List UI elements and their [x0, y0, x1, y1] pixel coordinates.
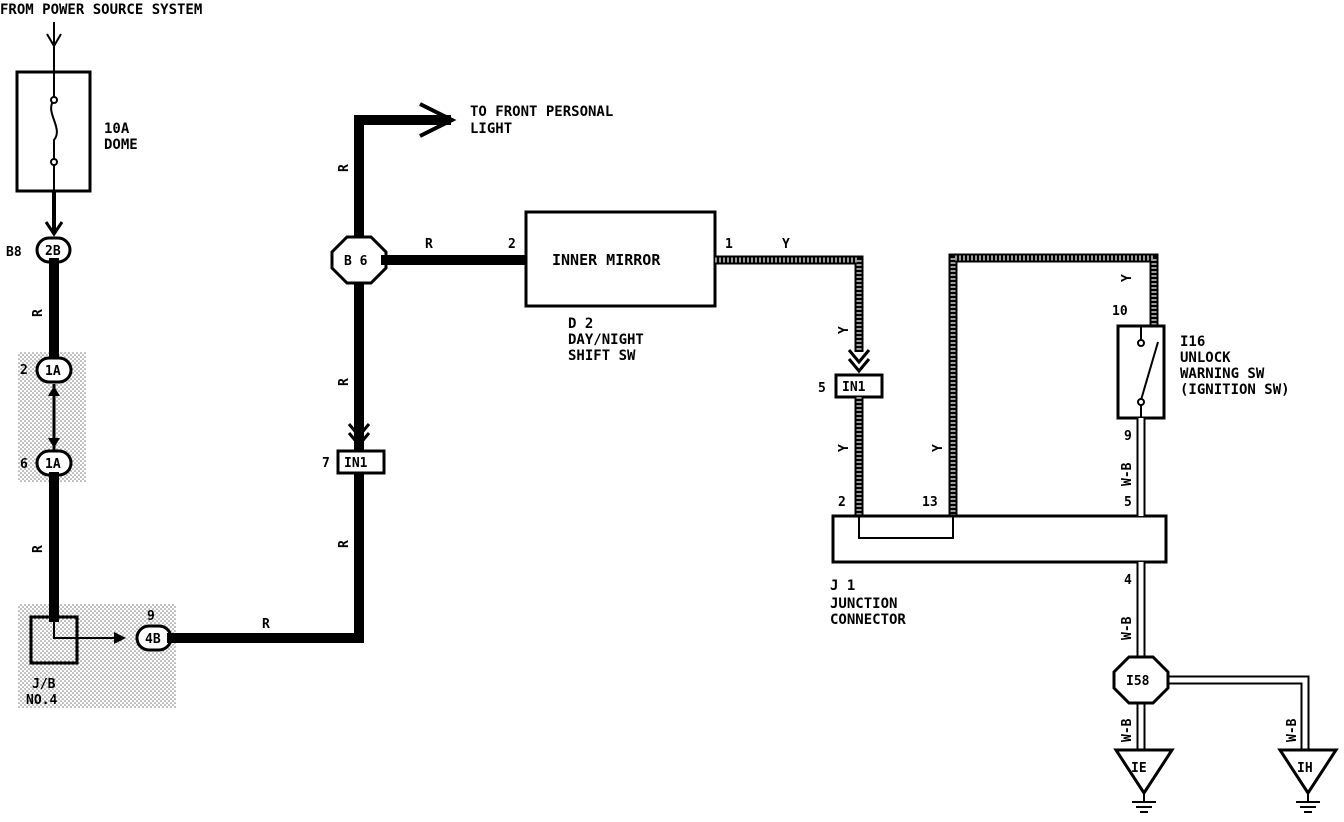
junction-pin-4: 4 — [1124, 573, 1132, 588]
switch-contact-bottom — [1137, 398, 1145, 406]
mirror-desc-1: DAY/NIGHT — [568, 332, 644, 348]
ground-ie-label: IE — [1131, 761, 1147, 776]
jb-internal-wire — [53, 617, 118, 639]
mirror-pin-right: 1 — [725, 237, 733, 252]
in1-right-chevron-icon — [847, 349, 871, 374]
in1-right-pin: 5 — [818, 381, 826, 396]
ground-ih-label: IH — [1297, 761, 1313, 776]
wire-ie-color: W-B — [1120, 718, 1135, 742]
switch-pin-bot: 9 — [1124, 429, 1132, 444]
mirror-code: D 2 — [568, 316, 593, 332]
wire-ih-color: W-B — [1285, 718, 1300, 742]
front-light-arrow-icon — [419, 102, 457, 138]
wire-in1-junction-color: Y — [837, 444, 852, 452]
power-source-label: FROM POWER SOURCE SYSTEM — [0, 2, 202, 18]
switch-desc-2: WARNING SW — [1180, 366, 1265, 382]
jb-conn-4b-label: 4B — [145, 632, 161, 647]
link-1a-up-arrow-icon — [48, 386, 60, 396]
conn-1a-top-label: 1A — [45, 364, 61, 379]
in1-right-label: IN1 — [842, 380, 866, 395]
wire-junction-13-color: Y — [931, 444, 946, 452]
in1-left-pin: 7 — [322, 456, 330, 471]
fuse-name-label: DOME — [104, 137, 138, 153]
power-arrow-icon — [46, 33, 62, 48]
jb-conn-pin: 9 — [147, 609, 155, 624]
fuse-terminal-bottom — [50, 158, 58, 166]
junction-pin-5: 5 — [1124, 495, 1132, 510]
wire-in1-top-color: Y — [837, 326, 852, 334]
wire-mirror-in1-outline — [715, 255, 864, 352]
to-front-label-1: TO FRONT PERSONAL — [470, 104, 613, 120]
junction-desc-1: JUNCTION — [830, 596, 897, 612]
wire-switch-top-color: Y — [1120, 274, 1135, 282]
link-1a-down-arrow-icon — [48, 438, 60, 448]
b8-code-label: B8 — [6, 245, 22, 260]
ground-ie-triangle — [1113, 748, 1175, 796]
wire-mirror-in1-color: Y — [782, 237, 790, 252]
junction-code: J 1 — [830, 578, 855, 594]
fuse-amp-label: 10A — [104, 121, 130, 137]
junction-pin-13: 13 — [922, 495, 938, 510]
ground-ih-triangle — [1277, 748, 1339, 796]
switch-desc-1: UNLOCK — [1180, 350, 1231, 366]
i58-connector — [1112, 655, 1170, 705]
i58-label: I58 — [1126, 674, 1150, 689]
jb-name-2: NO.4 — [26, 693, 57, 708]
mirror-pin-left: 2 — [508, 237, 516, 252]
jb-name-1: J/B — [32, 677, 56, 692]
wire-junction-switch — [950, 255, 1157, 516]
jb-arrow-icon — [114, 632, 126, 644]
b8-arrow-icon — [44, 221, 64, 237]
wire-b6-front — [354, 115, 451, 242]
wire-4b-in1-color: R — [262, 617, 270, 632]
conn-1a-bot-label: 1A — [45, 457, 61, 472]
wire-in1-vert-color: R — [337, 540, 352, 548]
b6-connector-label: B 6 — [344, 254, 368, 269]
inner-mirror-box — [524, 210, 717, 308]
b6-connector — [330, 235, 388, 285]
switch-blade-icon — [1140, 341, 1159, 401]
mirror-desc-2: SHIFT SW — [568, 348, 636, 364]
wire-b6-front-color: R — [337, 164, 352, 172]
wire-in1-b6-color: R — [337, 378, 352, 386]
junction-desc-2: CONNECTOR — [830, 612, 906, 628]
junction-pin-2: 2 — [838, 495, 846, 510]
wire-b8-1a-color: R — [31, 309, 46, 317]
wire-1a-jb-color: R — [31, 545, 46, 553]
jb-shade-lower — [18, 604, 176, 708]
to-front-label-2: LIGHT — [470, 121, 512, 137]
switch-contact-top — [1137, 339, 1145, 347]
wire-4b-in1 — [167, 468, 364, 643]
switch-code: I16 — [1180, 334, 1205, 350]
conn-1a-top-pin: 2 — [20, 363, 28, 378]
wire-mirror-in1 — [715, 257, 862, 352]
in1-left-label: IN1 — [344, 456, 368, 471]
wire-b6-mirror-color: R — [425, 237, 433, 252]
conn-1a-top — [35, 356, 73, 384]
switch-desc-3: (IGNITION SW) — [1180, 382, 1290, 398]
wire-i58-ih — [1168, 677, 1308, 750]
wire-junction-i58-color: W-B — [1120, 616, 1135, 640]
b8-connector-label: 2B — [45, 244, 61, 259]
switch-pin-top: 10 — [1112, 304, 1128, 319]
fuse-terminal-top — [50, 96, 58, 104]
conn-1a-bot-pin: 6 — [20, 457, 28, 472]
wire-switch-junction-color: W-B — [1120, 462, 1135, 486]
junction-internal-bus — [858, 516, 954, 539]
inner-mirror-title: INNER MIRROR — [552, 251, 661, 269]
